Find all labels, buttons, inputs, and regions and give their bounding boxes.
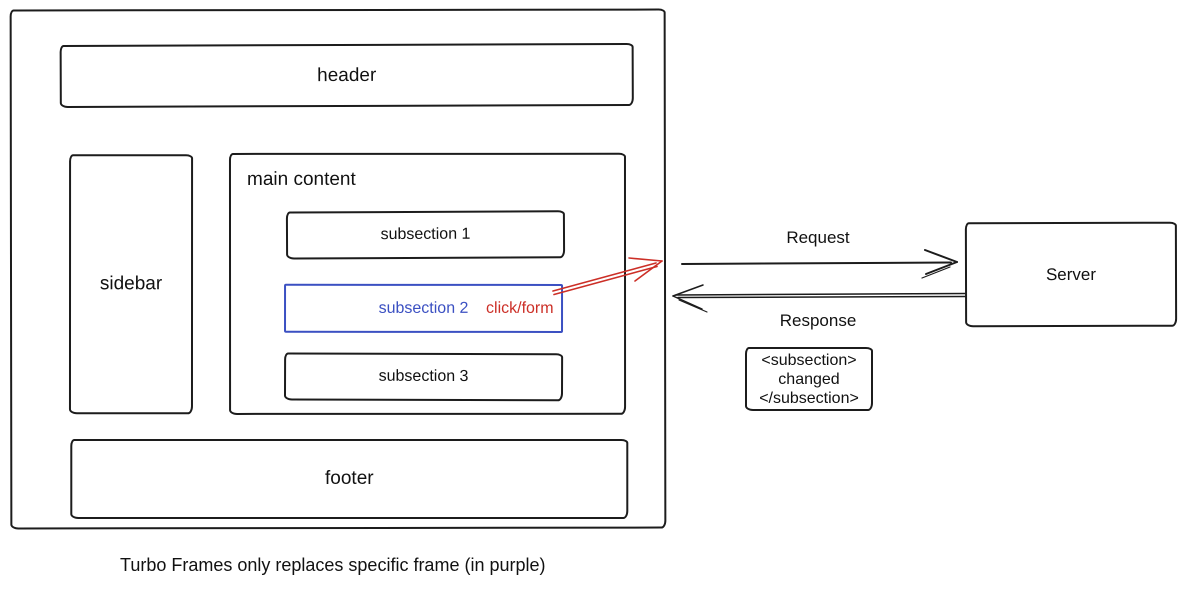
response-arrow-icon [672, 284, 967, 313]
payload-line-open-tag: <subsection> [761, 351, 857, 369]
response-label: Response [779, 311, 857, 330]
subsection-2-turbo-frame-box: subsection 2 click/form [284, 283, 564, 333]
subsection-1-label: subsection 1 [380, 225, 471, 244]
subsection-1-box: subsection 1 [285, 210, 566, 260]
payload-line-content: changed [778, 370, 840, 388]
header-label: header [317, 64, 377, 86]
click-form-annotation: click/form [486, 299, 554, 317]
server-box: Server [964, 221, 1178, 328]
server-label: Server [1045, 264, 1097, 284]
request-arrow-icon [681, 249, 958, 279]
subsection-3-box: subsection 3 [283, 352, 564, 402]
request-label: Request [786, 228, 850, 247]
main-content-box: main content subsection 1 subsection 2 c… [228, 152, 627, 415]
footer-label: footer [324, 467, 374, 489]
browser-page-box: header sidebar main content subsection 1… [9, 8, 667, 530]
subsection-3-label: subsection 3 [378, 367, 469, 386]
footer-box: footer [70, 438, 629, 519]
payload-line-close-tag: </subsection> [759, 389, 859, 407]
sidebar-box: sidebar [68, 154, 194, 415]
sidebar-label: sidebar [99, 273, 163, 295]
subsection-2-label: subsection 2 [378, 299, 469, 317]
caption-text: Turbo Frames only replaces specific fram… [120, 555, 546, 575]
main-content-label: main content [246, 168, 356, 190]
header-box: header [59, 42, 634, 108]
response-payload-box: <subsection> changed </subsection> [745, 347, 873, 411]
